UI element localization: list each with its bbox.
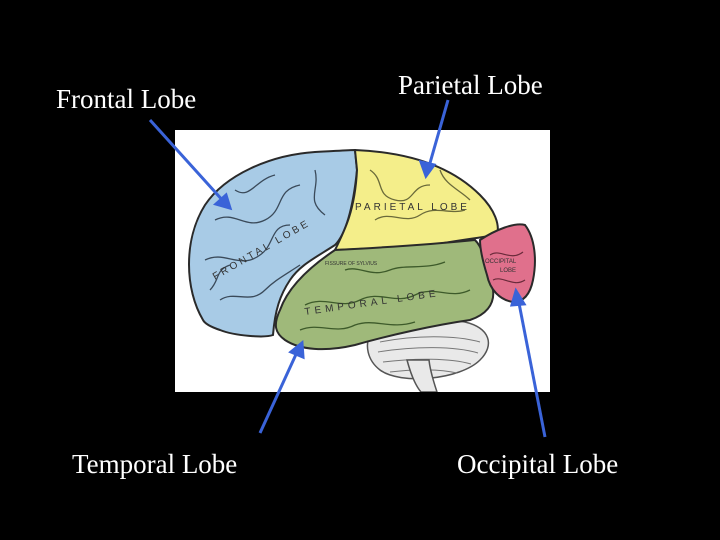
illustration-occipital-text-2: LOBE [500, 268, 516, 274]
temporal-lobe-label: Temporal Lobe [72, 449, 238, 479]
occipital-lobe-label: Occipital Lobe [457, 449, 619, 479]
brain-diagram: FRONTAL LOBE PARIETAL LOBE TEMPORAL LOBE… [188, 148, 536, 392]
illustration-parietal-text: PARIETAL LOBE [355, 202, 470, 213]
frontal-lobe-label: Frontal Lobe [56, 84, 197, 114]
illustration-sylvian-text: FISSURE OF SYLVIUS [325, 261, 378, 267]
parietal-lobe-label: Parietal Lobe [398, 70, 543, 100]
brain-illustration: FRONTAL LOBE PARIETAL LOBE TEMPORAL LOBE… [175, 130, 550, 392]
parietal-lobe-region [333, 148, 499, 252]
illustration-occipital-text-1: OCCIPITAL [485, 259, 517, 265]
temporal-lobe-region [274, 238, 495, 351]
brain-stem [406, 359, 438, 392]
